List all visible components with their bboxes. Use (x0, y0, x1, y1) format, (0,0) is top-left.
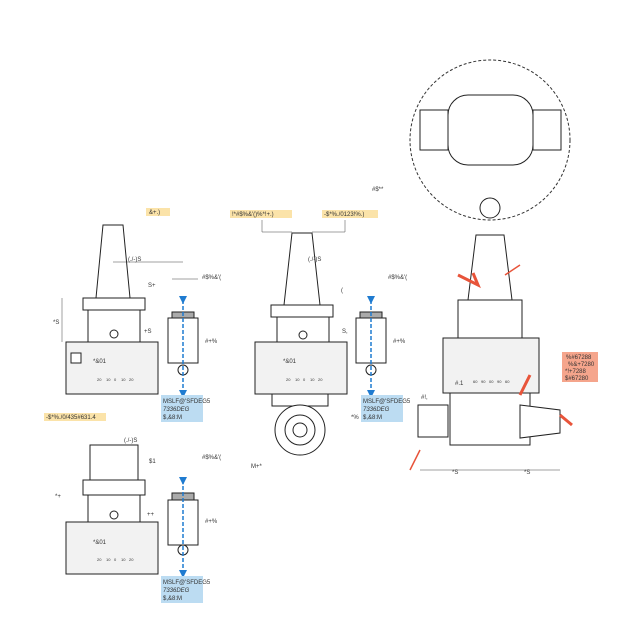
svg-text:90: 90 (481, 379, 486, 384)
svg-text:*!+7288: *!+7288 (565, 369, 587, 375)
svg-text:!*#$%&'()%*!+.): !*#$%&'()%*!+.) (232, 212, 274, 218)
svg-text:20: 20 (97, 377, 102, 382)
svg-text:*S: *S (524, 470, 530, 476)
svg-text:$,&8:M: $,&8:M (163, 415, 182, 421)
svg-text:60: 60 (473, 379, 478, 384)
svg-text:$1: $1 (149, 459, 156, 465)
svg-text:#$%&'(: #$%&'( (388, 275, 407, 281)
detail-head (447, 94, 534, 166)
svg-text:MSLF@'SFDEG5: MSLF@'SFDEG5 (163, 399, 211, 405)
rotation-arrow-outline-icon (409, 264, 521, 471)
width-dim: #$%&'( (202, 275, 221, 281)
svg-text:10: 10 (310, 377, 315, 382)
svg-text:#!,: #!, (421, 395, 428, 401)
svg-text:(./-)S: (./-)S (124, 438, 137, 444)
taper-shank (95, 224, 131, 299)
detail-circle (409, 59, 571, 221)
offset-dim: (./-)S (128, 257, 141, 263)
svg-text:7336DEG: 7336DEG (163, 407, 190, 413)
svg-text:*+: *+ (55, 494, 61, 500)
svg-text:10: 10 (295, 377, 300, 382)
screw-icon (109, 329, 119, 339)
rotation-arrow-icon (457, 272, 573, 427)
svg-text:-$*%./0/435#631.4: -$*%./0/435#631.4 (46, 415, 96, 421)
svg-text:#$%&'(: #$%&'( (202, 455, 221, 461)
svg-text:0: 0 (303, 377, 306, 382)
callout-box (322, 210, 378, 218)
svg-text:10: 10 (106, 557, 111, 562)
svg-text:00: 00 (489, 379, 494, 384)
svg-text:10: 10 (121, 377, 126, 382)
svg-text:20: 20 (129, 557, 134, 562)
note-box (562, 352, 598, 382)
low-dim: +S (144, 329, 152, 335)
svg-text:#+%: #+% (393, 339, 406, 345)
svg-text:20: 20 (129, 377, 134, 382)
svg-text:0: 0 (114, 557, 117, 562)
svg-text:10: 10 (106, 377, 111, 382)
height-dim: *S (53, 320, 59, 326)
note-box (161, 576, 203, 603)
svg-text:$,&8:M: $,&8:M (163, 596, 182, 602)
svg-text:%#67288: %#67288 (566, 355, 592, 361)
housing (254, 341, 348, 395)
flange (82, 297, 146, 311)
svg-text:60: 60 (505, 379, 510, 384)
scale-label: *&01 (93, 359, 107, 365)
svg-text:-$*%./0123!%.): -$*%./0123!%.) (324, 212, 364, 218)
svg-text:*%: *% (351, 415, 359, 421)
note-box (361, 395, 403, 422)
svg-text:MSLF@'SFDEG5: MSLF@'SFDEG5 (363, 399, 411, 405)
svg-text:#.1: #.1 (455, 381, 464, 387)
svg-text:MSLF@'SFDEG5: MSLF@'SFDEG5 (163, 580, 211, 586)
svg-text:90: 90 (497, 379, 502, 384)
view-b: !*#$%&'()%*!+.) -$*%./0123!%.) (./-)S #$… (230, 210, 411, 470)
svg-text:10: 10 (121, 557, 126, 562)
svg-text:*S: *S (452, 470, 458, 476)
housing (65, 341, 159, 395)
svg-text:0: 0 (114, 377, 117, 382)
taper-shank (283, 232, 321, 306)
callout-box (44, 413, 106, 421)
svg-text:++: ++ (147, 512, 155, 518)
svg-text:S,: S, (342, 329, 348, 335)
svg-text:20: 20 (97, 557, 102, 562)
svg-text:*&01: *&01 (283, 359, 297, 365)
svg-text:$,&8:M: $,&8:M (363, 415, 382, 421)
top-dim: S+ (148, 283, 156, 289)
svg-text:M+*: M+* (251, 464, 263, 470)
note-box (161, 395, 203, 422)
svg-text:#+%: #+% (205, 519, 218, 525)
svg-text:(./-)S: (./-)S (308, 257, 321, 263)
coolant-port-icon (70, 352, 82, 364)
callout-box (230, 210, 292, 218)
svg-text:$#67280: $#67280 (565, 376, 589, 382)
svg-text:(: ( (341, 288, 343, 294)
dia-dim: #+% (205, 339, 218, 345)
svg-text:20: 20 (318, 377, 323, 382)
svg-text:7336DEG: 7336DEG (363, 407, 390, 413)
svg-text:20: 20 (286, 377, 291, 382)
svg-text:7336DEG: 7336DEG (163, 588, 190, 594)
callout-label: &+.) (149, 210, 160, 216)
svg-text:%&+7280: %&+7280 (568, 362, 595, 368)
svg-text:#$**: #$** (372, 187, 384, 193)
callout-box (146, 208, 170, 216)
hsk-shank (89, 444, 139, 481)
svg-text:*&01: *&01 (93, 540, 107, 546)
view-c: -$*%./0/435#631.4 (./-)S $1 #$%&'( *+ ++… (44, 413, 221, 603)
